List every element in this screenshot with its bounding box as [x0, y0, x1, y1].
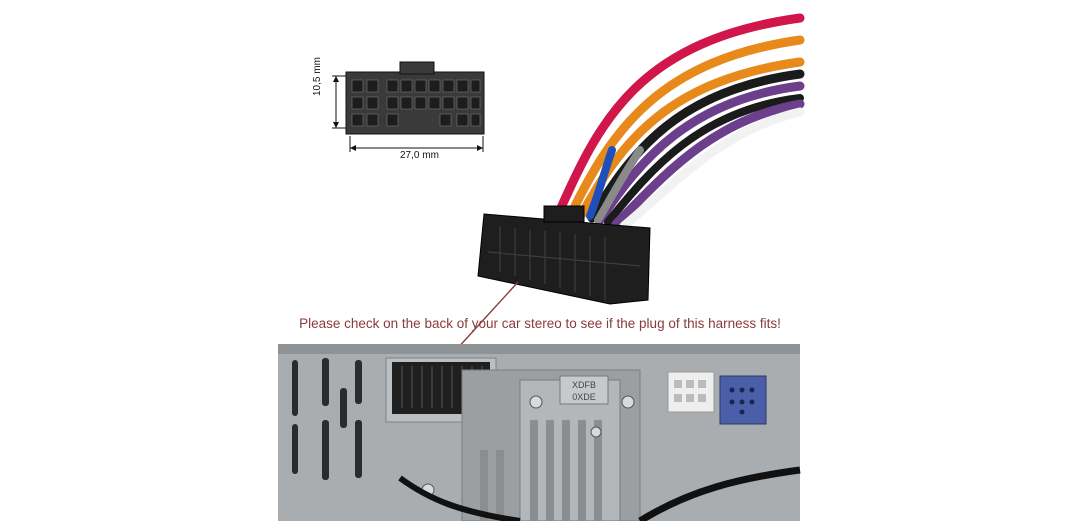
unit-sublabel: 0XDE — [572, 392, 596, 402]
fit-check-caption: Please check on the back of your car ste… — [299, 316, 781, 331]
unit-label: XDFB — [572, 380, 596, 390]
stereo-rear-panel: XDFB 0XDE — [278, 344, 801, 524]
wire-bundle — [555, 13, 805, 231]
harness-connector — [477, 205, 651, 305]
width-dimension-label: 27,0 mm — [400, 150, 439, 161]
dimension-drawing — [332, 61, 485, 152]
height-dimension-label: 10,5 mm — [312, 57, 323, 96]
